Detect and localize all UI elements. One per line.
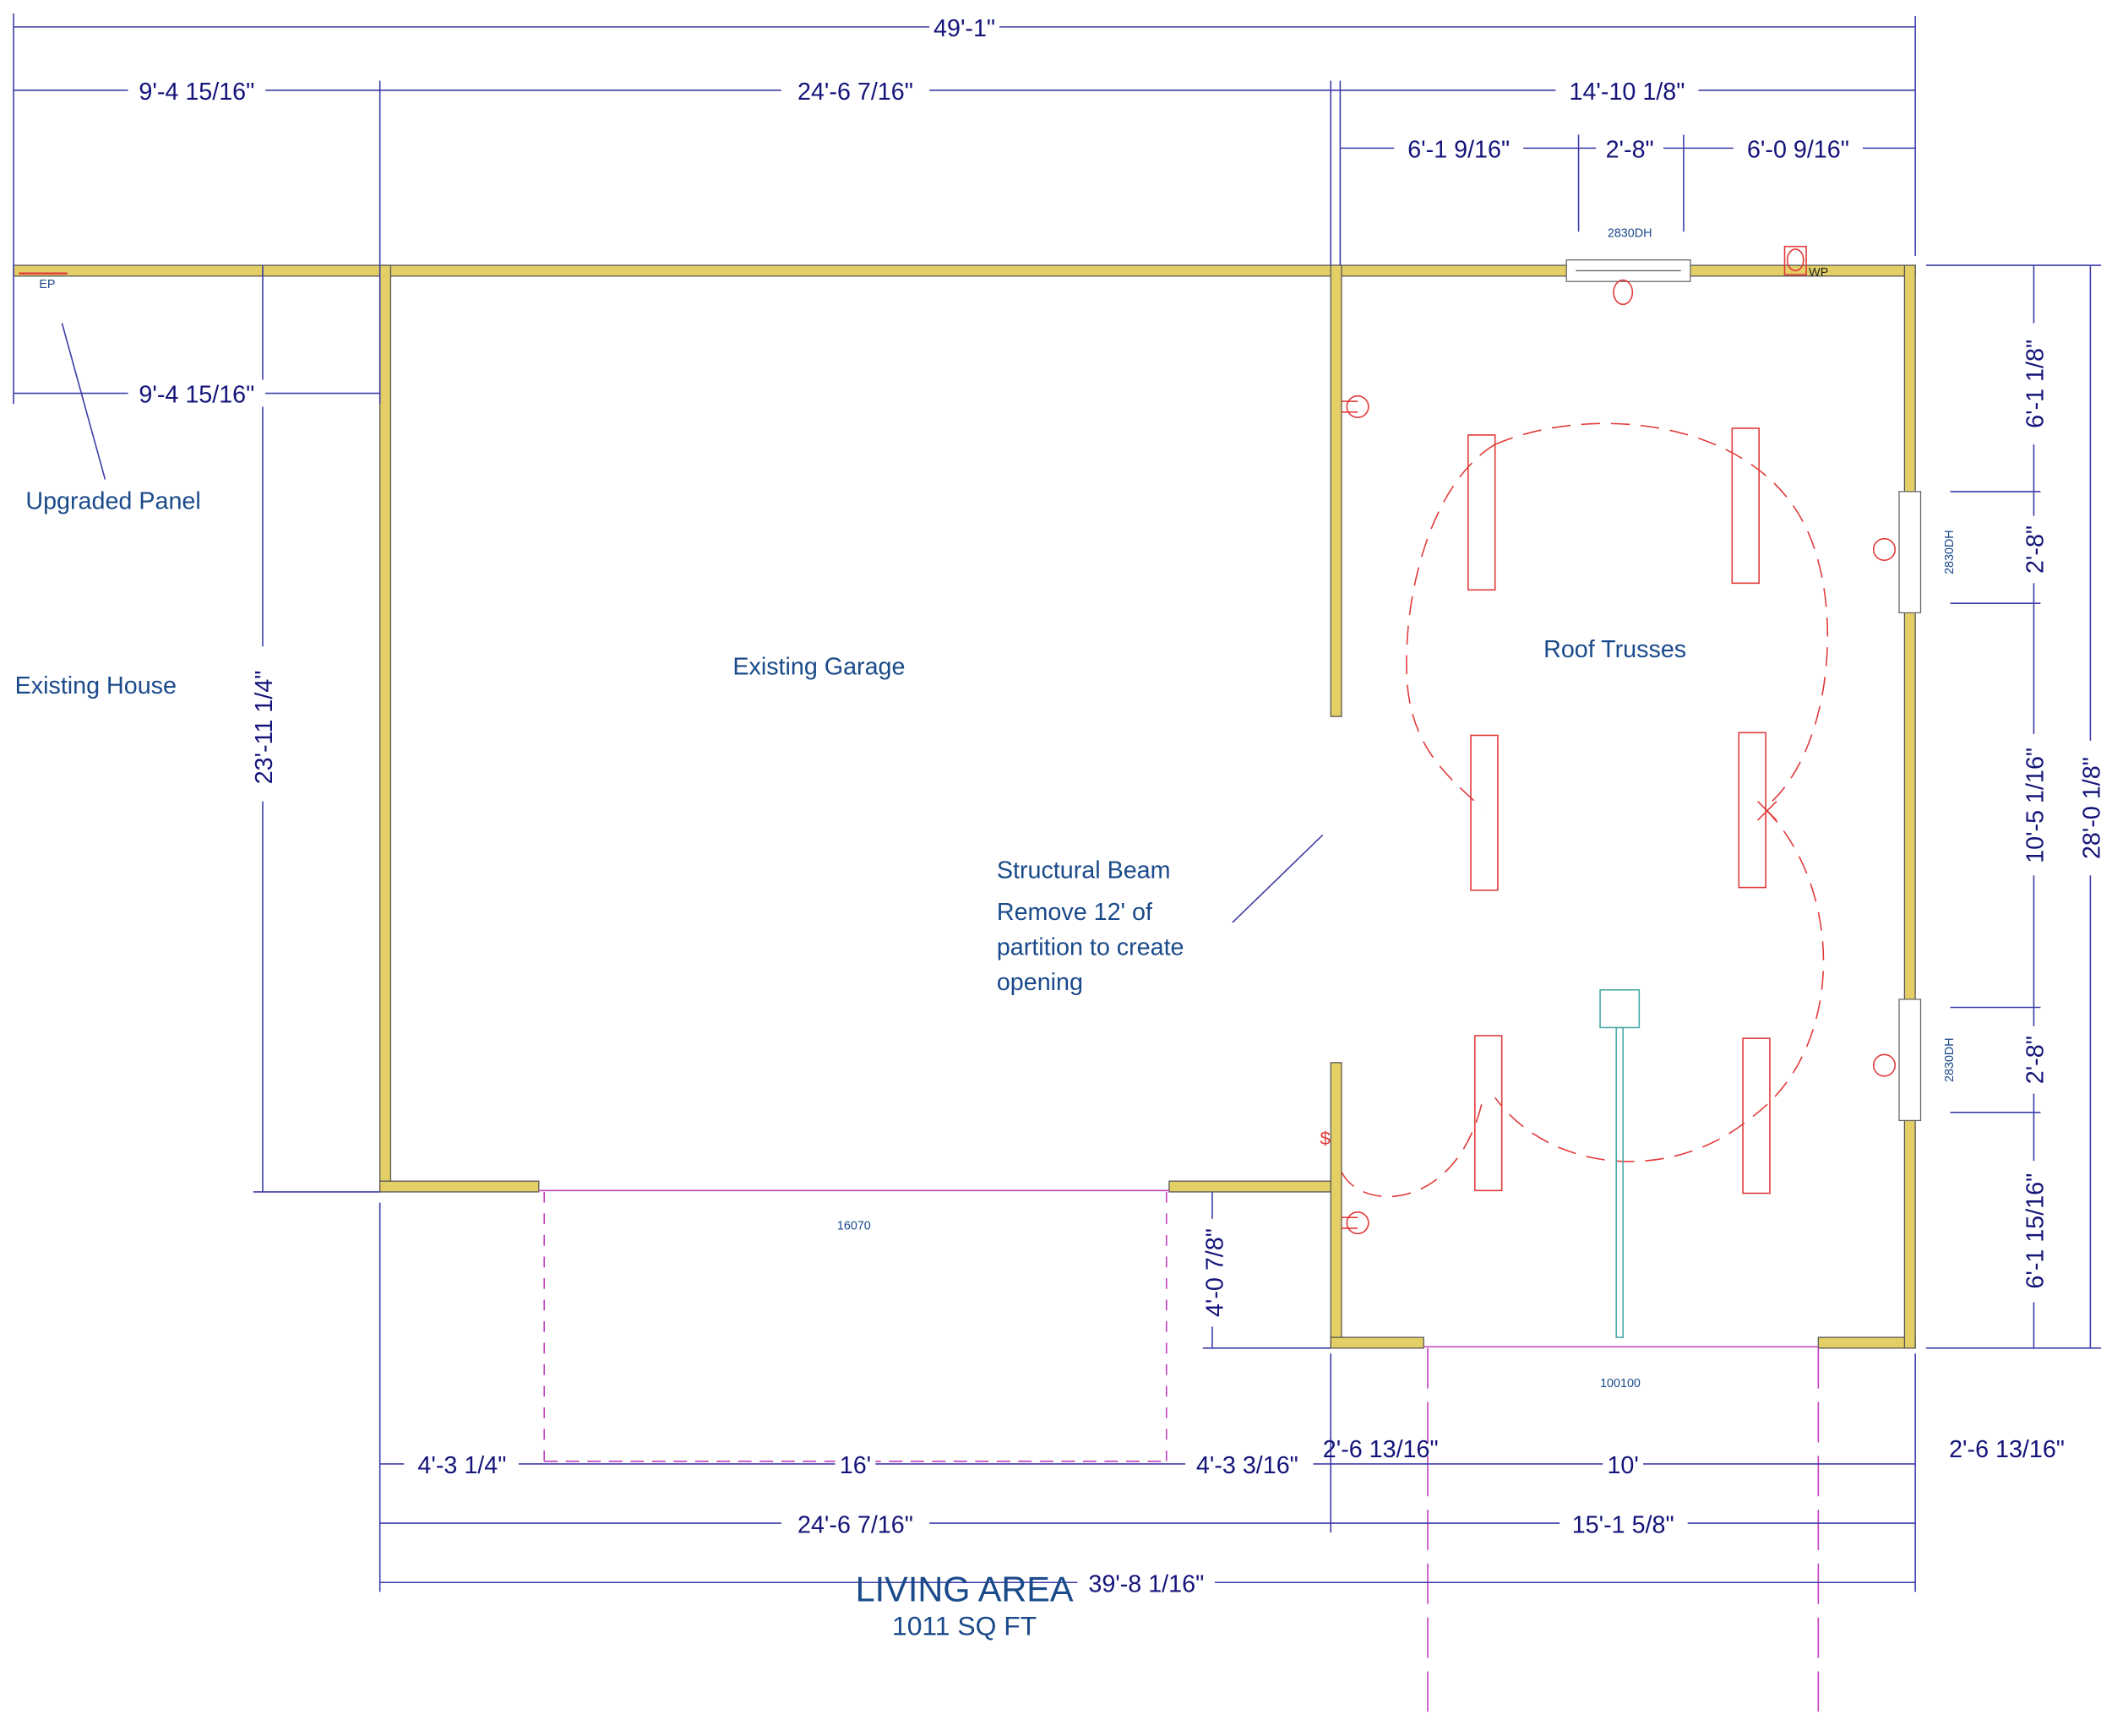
dim-top-left: 9'-4 15/16" [139, 79, 254, 106]
dim-top-garage: 24'-6 7/16" [797, 79, 913, 106]
garage-front-wall-right [1168, 1180, 1335, 1193]
label-ep: EP [39, 278, 55, 291]
outlet-icon [1872, 1053, 1897, 1077]
dim-house-offset: 9'-4 15/16" [139, 382, 254, 409]
area-size: 1011 SQ FT [892, 1610, 1037, 1641]
note-beam-line3: partition to create [997, 933, 1184, 961]
dim-right-seg2: 2'-8" [2022, 525, 2049, 574]
dimension-lines [13, 13, 2102, 1592]
label-wp: WP [1809, 266, 1828, 280]
outlet-icon [1613, 279, 1634, 306]
label-window-right1: 2830DH [1943, 530, 1957, 574]
lighting-circuit-path [1341, 422, 1828, 1198]
dim-bottom-right: 15'-1 5/8" [1572, 1511, 1674, 1538]
room-label-existing-garage: Existing Garage [732, 654, 905, 681]
right-wall [1903, 264, 1916, 1349]
rear-wall-right [1817, 1336, 1916, 1349]
wp-outlet-icon [1783, 245, 1807, 276]
outlet-icon [1346, 395, 1369, 419]
switch-mark [1757, 801, 1777, 821]
roof-trusses [1467, 427, 1771, 1195]
beam-leader-arrow [1232, 834, 1324, 923]
dim-top-right: 14'-10 1/8" [1570, 79, 1685, 106]
garage-front-wall-left [379, 1180, 540, 1193]
walls [13, 264, 1916, 1349]
dim-bottom-seg1: 4'-3 1/4" [417, 1452, 506, 1479]
dim-bottom-seg2: 16' [840, 1452, 871, 1479]
note-upgraded-panel: Upgraded Panel [25, 488, 200, 515]
dim-right-overall: 28'-0 1/8" [2079, 757, 2106, 859]
note-structural-beam: Structural Beam [997, 857, 1171, 884]
room-label-existing-house: Existing House [15, 672, 177, 699]
window-right-2 [1898, 999, 1922, 1122]
label-window-right2: 2830DH [1943, 1037, 1957, 1082]
dim-right-seg4: 2'-8" [2022, 1036, 2049, 1084]
garage-left-wall [379, 264, 392, 1193]
note-beam-line4: opening [997, 969, 1083, 996]
dim-top-seg2: 2'-8" [1606, 137, 1654, 164]
switch-icon: $ [1320, 1128, 1331, 1149]
dim-bottom-seg3: 4'-3 3/16" [1196, 1452, 1298, 1479]
outlet-icons: $ [1320, 245, 1897, 1235]
dim-bottom-seg6: 2'-6 13/16" [1949, 1436, 2065, 1463]
partition-wall-upper [1330, 264, 1342, 717]
label-rear-door: 100100 [1600, 1377, 1641, 1390]
label-window-top: 2830DH [1608, 227, 1652, 241]
note-roof-trusses: Roof Trusses [1543, 636, 1686, 663]
dim-bottom-seg5: 10' [1607, 1452, 1638, 1479]
rear-wall-left [1330, 1336, 1424, 1349]
dim-step-depth: 4'-0 7/8" [1202, 1228, 1229, 1317]
dimension-labels: 49'-1" 9'-4 15/16" 24'-6 7/16" 14'-10 1/… [128, 13, 2106, 1597]
partition-wall-lower [1330, 1062, 1342, 1349]
dim-top-seg3: 6'-0 9/16" [1747, 137, 1849, 164]
dim-right-seg5: 6'-1 15/16" [2022, 1173, 2049, 1289]
outlet-icon [1346, 1211, 1369, 1235]
dim-bottom-overall: 39'-8 1/16" [1088, 1570, 1204, 1597]
window-right-1 [1898, 491, 1922, 614]
dim-top-seg1: 6'-1 9/16" [1407, 137, 1510, 164]
structural-beam [1615, 1026, 1624, 1338]
dim-bottom-seg4: 2'-6 13/16" [1323, 1436, 1439, 1463]
panel-leader-arrow [61, 323, 106, 480]
note-beam-line2: Remove 12' of [997, 899, 1153, 926]
area-name: LIVING AREA [856, 1570, 1074, 1609]
dim-garage-depth: 23'-11 1/4" [251, 671, 278, 785]
dim-right-seg3: 10'-5 1/16" [2022, 748, 2049, 863]
dim-right-seg1: 6'-1 1/8" [2022, 340, 2049, 428]
label-garage-door: 16070 [837, 1220, 871, 1233]
dim-overall-top: 49'-1" [934, 15, 995, 42]
dim-bottom-garage: 24'-6 7/16" [797, 1511, 913, 1538]
outlet-icon [1872, 537, 1897, 562]
beam-post-icon [1599, 988, 1641, 1029]
